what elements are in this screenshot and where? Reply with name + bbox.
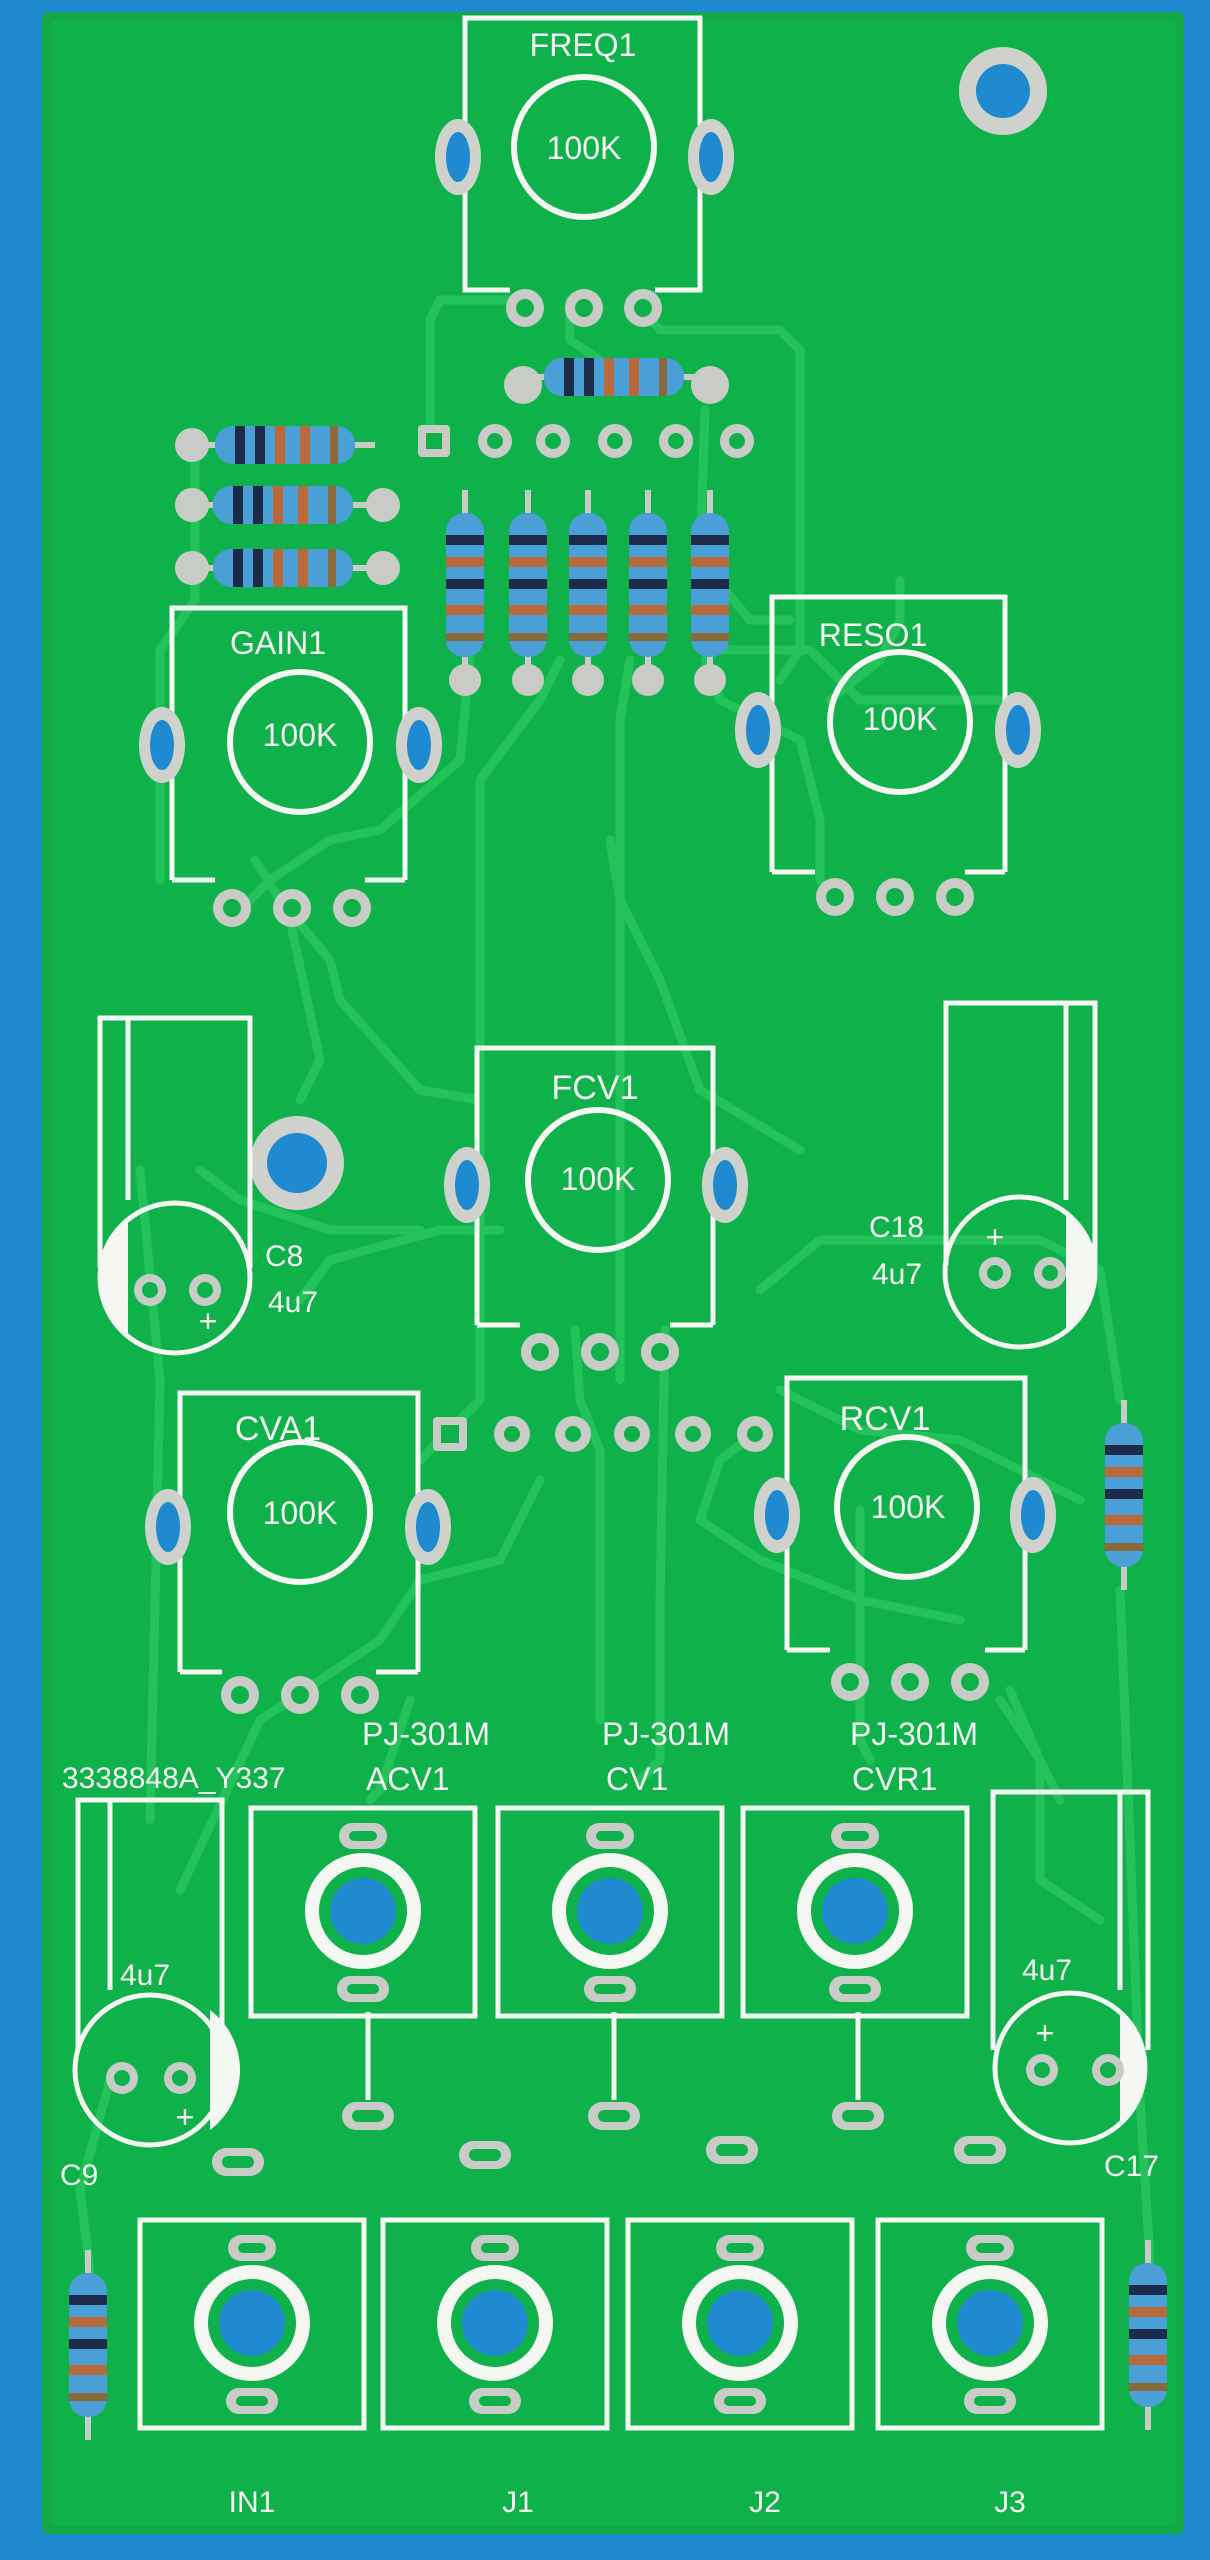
pot-value-fcv1: 100K — [561, 1161, 636, 1197]
label-fcv1: FCV1 — [552, 1069, 639, 1107]
label-c18-value: 4u7 — [872, 1258, 922, 1291]
c18-plus-sign: + — [986, 1219, 1005, 1255]
label-cvr1: CVR1 — [852, 1761, 937, 1797]
resistor-left-2 — [193, 486, 373, 524]
ic-header-top — [418, 424, 754, 458]
label-j1: J1 — [502, 2486, 534, 2519]
pot-value-freq1: 100K — [547, 130, 622, 166]
resistor-v-4 — [629, 490, 667, 680]
label-reso1: RESO1 — [819, 617, 927, 653]
mounting-hole-left — [250, 1116, 344, 1210]
c17-plus-sign: + — [1036, 2015, 1055, 2051]
label-c9-value: 4u7 — [120, 1959, 170, 1992]
pot-cva1 — [145, 1390, 451, 1714]
cap-c8 — [97, 1015, 253, 1356]
pot-rcv1 — [754, 1375, 1056, 1701]
pot-value-cva1: 100K — [263, 1495, 338, 1531]
resistor-bottom-right — [1129, 2240, 1167, 2430]
cap-c9 — [72, 1797, 241, 2148]
label-cv1-type: PJ-301M — [602, 1716, 730, 1752]
label-cva1: CVA1 — [235, 1410, 321, 1448]
c8-plus-sign: + — [199, 1303, 218, 1339]
label-c9: C9 — [60, 2159, 98, 2192]
resistor-left-1 — [195, 426, 375, 464]
resistor-bottom-left — [69, 2250, 107, 2440]
label-in1: IN1 — [229, 2486, 276, 2519]
jacks-top-row — [251, 1808, 967, 2130]
resistor-v-5 — [691, 490, 729, 680]
mounting-hole — [959, 47, 1047, 135]
label-c8-value: 4u7 — [268, 1286, 318, 1319]
resistor-v-1 — [446, 490, 484, 680]
pot-freq1 — [435, 15, 734, 327]
pot-fcv1 — [444, 1045, 748, 1371]
cap-c18 — [942, 1000, 1098, 1350]
pot-value-rcv1: 100K — [871, 1489, 946, 1525]
label-c17: C17 — [1104, 2150, 1159, 2183]
label-j2: J2 — [749, 2486, 781, 2519]
resistor-top — [524, 358, 704, 396]
pot-gain1 — [139, 605, 442, 927]
resistor-v-2 — [509, 490, 547, 680]
label-j3: J3 — [994, 2486, 1026, 2519]
resistor-left-3 — [193, 549, 373, 587]
label-c8: C8 — [265, 1240, 303, 1273]
pot-value-reso1: 100K — [863, 701, 938, 737]
label-cv1: CV1 — [606, 1761, 668, 1797]
silkscreen-labels: FREQ1 100K GAIN1 100K RESO1 100K FCV1 10… — [60, 27, 1159, 2519]
ic-header-middle — [433, 1416, 773, 1452]
label-cvr1-type: PJ-301M — [850, 1716, 978, 1752]
label-rcv1: RCV1 — [840, 1400, 931, 1438]
resistors — [69, 358, 1167, 2440]
cap-c17 — [990, 1789, 1151, 2146]
label-freq1: FREQ1 — [530, 27, 637, 63]
c9-plus-sign: + — [176, 2099, 195, 2135]
pot-reso1 — [735, 594, 1041, 916]
label-c17-value: 4u7 — [1022, 1954, 1072, 1987]
label-gain1: GAIN1 — [230, 625, 326, 661]
resistor-right-mid — [1105, 1400, 1143, 1590]
label-c18: C18 — [869, 1211, 924, 1244]
label-acv1-type: PJ-301M — [362, 1716, 490, 1752]
label-part-code: 3338848A_Y337 — [62, 1762, 286, 1795]
resistor-v-3 — [569, 490, 607, 680]
pot-value-gain1: 100K — [263, 717, 338, 753]
label-acv1: ACV1 — [366, 1761, 450, 1797]
